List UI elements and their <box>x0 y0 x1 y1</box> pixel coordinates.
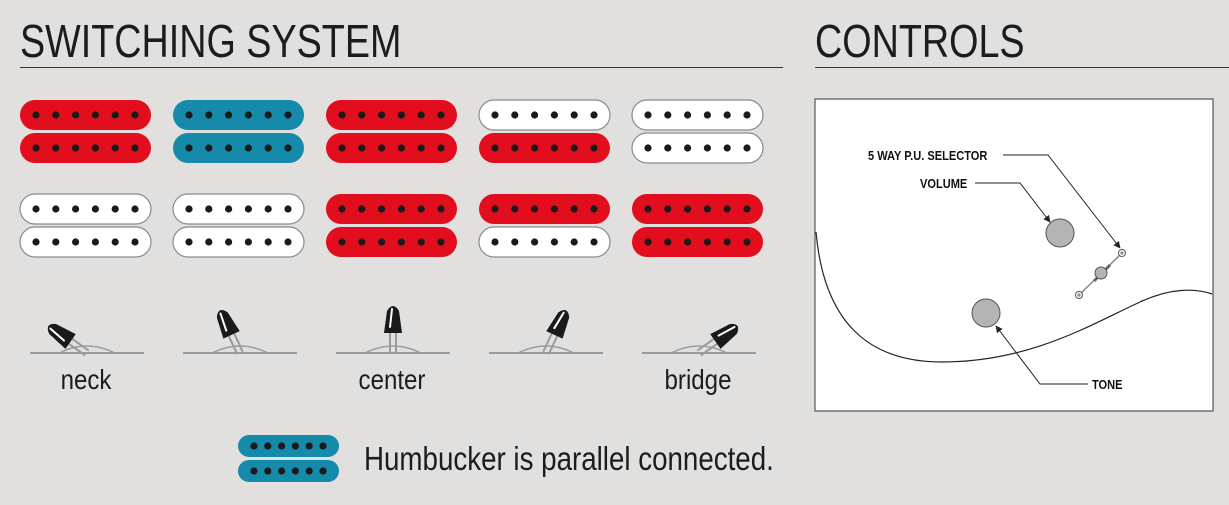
legend-text: Humbucker is parallel connected. <box>364 440 774 477</box>
tone-knob <box>971 298 1001 328</box>
pickup-coil <box>326 227 457 257</box>
controls-title: CONTROLS <box>815 15 1025 67</box>
tone-label: TONE <box>1092 377 1123 392</box>
lever-knob <box>542 310 570 355</box>
pickup-coil <box>632 194 763 224</box>
humbucker <box>19 193 152 258</box>
lever-knob <box>384 306 402 353</box>
switching-title-rule <box>20 67 783 68</box>
humbucker <box>172 193 305 258</box>
humbucker <box>632 194 763 257</box>
selector-switch-icon <box>642 323 756 357</box>
selector-switch-icon <box>336 306 450 354</box>
humbucker <box>478 99 611 163</box>
pickup-coil <box>631 99 764 131</box>
selector-switch-icon <box>30 323 144 357</box>
humbucker <box>631 99 764 164</box>
pickup-coil <box>478 99 611 131</box>
pickup-coil <box>173 100 304 130</box>
humbucker <box>478 194 611 258</box>
pickup-coil <box>326 100 457 130</box>
pickup-coil <box>173 133 304 163</box>
pickup-coil <box>172 226 305 258</box>
pickup-coil <box>19 226 152 258</box>
guitar-body-outline <box>815 231 1213 363</box>
selector-label: 5 WAY P.U. SELECTOR <box>868 148 988 163</box>
lever-knob <box>47 323 90 357</box>
pickup-coil <box>479 194 610 224</box>
pickup-selector-icon <box>1075 249 1126 299</box>
pickup-coil <box>20 133 151 163</box>
controls-title-rule <box>815 67 1229 68</box>
lever-knob <box>216 310 244 355</box>
legend-humbucker <box>238 435 339 482</box>
position-label-bridge: bridge <box>664 364 732 395</box>
lever-knob <box>696 323 739 357</box>
selector-switch-icon <box>489 310 603 355</box>
volume-leader-line <box>975 182 1051 223</box>
pickup-coil <box>172 193 305 225</box>
switch-position-2 <box>172 100 305 355</box>
switching-system-title: SWITCHING SYSTEM <box>20 15 402 67</box>
pickup-coil <box>20 100 151 130</box>
volume-label: VOLUME <box>920 176 968 191</box>
controls-panel <box>814 98 1214 412</box>
tone-leader-line <box>995 325 1088 385</box>
switch-position-4 <box>478 99 611 355</box>
pickup-coil <box>238 460 339 482</box>
pickup-coil <box>479 133 610 163</box>
switch-position-3 <box>326 100 457 354</box>
humbucker <box>326 194 457 257</box>
volume-knob <box>1045 218 1075 248</box>
position-label-neck: neck <box>60 364 112 395</box>
switch-position-5 <box>631 99 764 357</box>
position-label-center: center <box>358 364 426 395</box>
selector-switch-icon <box>183 310 297 355</box>
pickup-coil <box>326 194 457 224</box>
humbucker <box>20 100 151 163</box>
humbucker <box>173 100 304 163</box>
pickup-coil <box>631 132 764 164</box>
pickup-coil <box>326 133 457 163</box>
pickup-coil <box>19 193 152 225</box>
humbucker <box>326 100 457 163</box>
selector-leader-line <box>1003 154 1121 249</box>
switch-position-1 <box>19 100 152 357</box>
pickup-coil <box>478 226 611 258</box>
pickup-coil <box>238 435 339 457</box>
pickup-coil <box>632 227 763 257</box>
